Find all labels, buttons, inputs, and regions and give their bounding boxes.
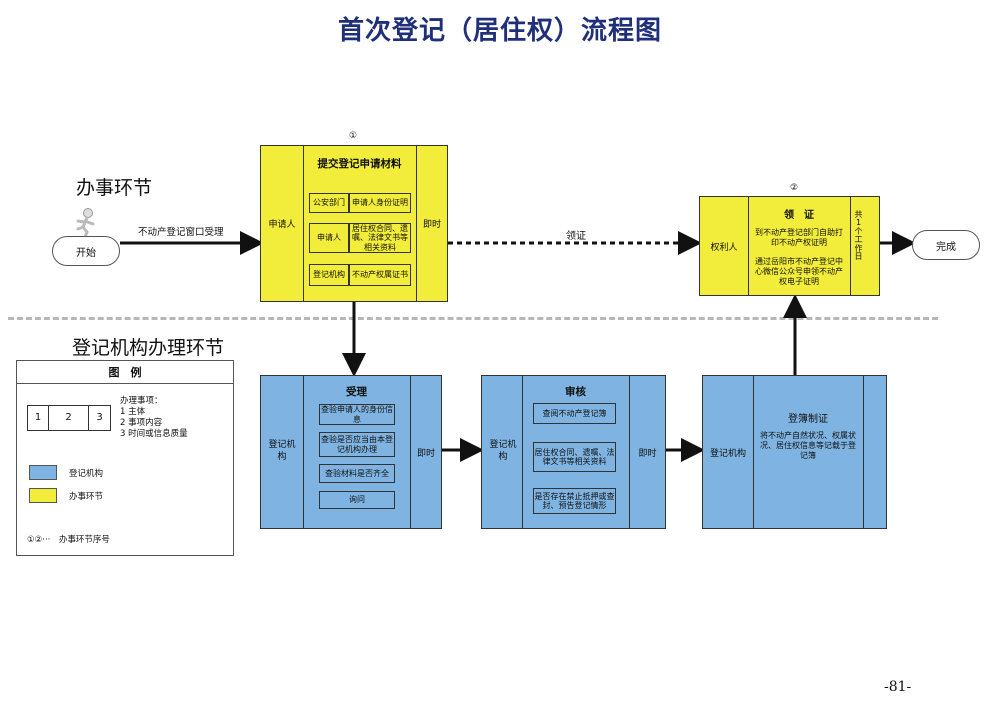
legend-cell-subject: 1 xyxy=(27,405,49,431)
review-item: 查阅不动产登记簿 xyxy=(533,403,616,424)
submit-row-what: 不动产权属证书 xyxy=(349,264,411,286)
submit-row-who: 申请人 xyxy=(309,223,349,253)
accept-item: 查验是否应当由本登记机构办理 xyxy=(319,432,395,457)
submit-row-who: 公安部门 xyxy=(309,193,349,213)
accept-item: 查验申请人的身份信息 xyxy=(319,404,395,425)
accept-step: 登记机构 受理 查验申请人的身份信息 查验是否应当由本登记机构办理 查验材料是否… xyxy=(260,375,442,529)
accept-subject: 登记机构 xyxy=(268,440,296,462)
accept-item: 询问 xyxy=(319,491,395,509)
legend-seq-label: ①②··· 办事环节序号 xyxy=(27,535,110,545)
page-number: -81- xyxy=(884,679,912,695)
page-title: 首次登记（居住权）流程图 xyxy=(337,16,662,46)
register-step: 登记机构 登簿制证 将不动产自然状况、权属状况、居住权信息等记载于登记簿 xyxy=(702,375,887,529)
register-title: 登簿制证 xyxy=(788,414,828,425)
legend-yellow-label: 办事环节 xyxy=(69,492,104,502)
submit-row-what: 申请人身份证明 xyxy=(349,193,411,213)
section-divider xyxy=(8,317,938,320)
collect-step: 权利人 领 证 到不动产登记部门自助打印不动产权证明 通过岳阳市不动产登记中心微… xyxy=(699,196,880,296)
submit-title: 提交登记申请材料 xyxy=(317,158,402,170)
collect-text-wechat: 通过岳阳市不动产登记中心微信公众号申领不动产权电子证明 xyxy=(755,257,843,286)
legend-blue-label: 登记机构 xyxy=(69,469,104,479)
submit-row-who: 登记机构 xyxy=(309,264,349,286)
collect-arrow-label: 领证 xyxy=(566,231,586,242)
review-time: 即时 xyxy=(638,448,657,459)
collect-text-print: 到不动产登记部门自助打印不动产权证明 xyxy=(755,228,843,247)
collect-time: 共1个工作日 xyxy=(854,210,863,261)
accept-time: 即时 xyxy=(416,448,435,459)
submit-row-what: 居住权合同、遗嘱、法律文书等相关资料 xyxy=(349,223,411,253)
collect-subject: 权利人 xyxy=(710,242,738,253)
review-subject: 登记机构 xyxy=(489,440,517,462)
step-number-1: ① xyxy=(349,131,358,141)
legend-notes: 办理事项： 1 主体 2 事项内容 3 时间或信息质量 xyxy=(120,396,188,440)
accept-item: 查验材料是否齐全 xyxy=(319,464,395,483)
register-text: 将不动产自然状况、权属状况、居住权信息等记载于登记簿 xyxy=(760,431,856,460)
review-step: 登记机构 审核 查阅不动产登记簿 居住权合同、遗嘱、法律文书等相关资料 是否存在… xyxy=(481,375,666,529)
legend-swatch-yellow xyxy=(29,488,57,503)
runner-icon xyxy=(76,208,95,238)
finish-node: 完成 xyxy=(912,230,980,260)
section-label-office: 办事环节 xyxy=(76,177,153,199)
review-title: 审核 xyxy=(565,386,586,398)
submit-time: 即时 xyxy=(422,220,441,230)
review-item: 是否存在禁止抵押或查封、预告登记情形 xyxy=(533,488,616,514)
legend-cell-time: 3 xyxy=(89,405,111,431)
step-number-2: ② xyxy=(790,183,799,193)
collect-title: 领 证 xyxy=(784,210,814,221)
legend-swatch-blue xyxy=(29,465,57,480)
start-node: 开始 xyxy=(52,236,120,266)
legend-title: 图 例 xyxy=(17,361,233,384)
register-subject: 登记机构 xyxy=(709,448,746,459)
review-item: 居住权合同、遗嘱、法律文书等相关资料 xyxy=(533,442,616,472)
section-label-agency: 登记机构办理环节 xyxy=(72,337,225,359)
legend: 图 例 1 2 3 办理事项： 1 主体 2 事项内容 3 时间或信息质量 登记… xyxy=(16,360,234,556)
submit-subject: 申请人 xyxy=(268,220,296,230)
start-arrow-label: 不动产登记窗口受理 xyxy=(138,227,224,238)
submit-step: 申请人 提交登记申请材料 公安部门 申请人身份证明 申请人 居住权合同、遗嘱、法… xyxy=(260,145,448,302)
legend-cell-content: 2 xyxy=(49,405,89,431)
accept-title: 受理 xyxy=(346,386,367,398)
